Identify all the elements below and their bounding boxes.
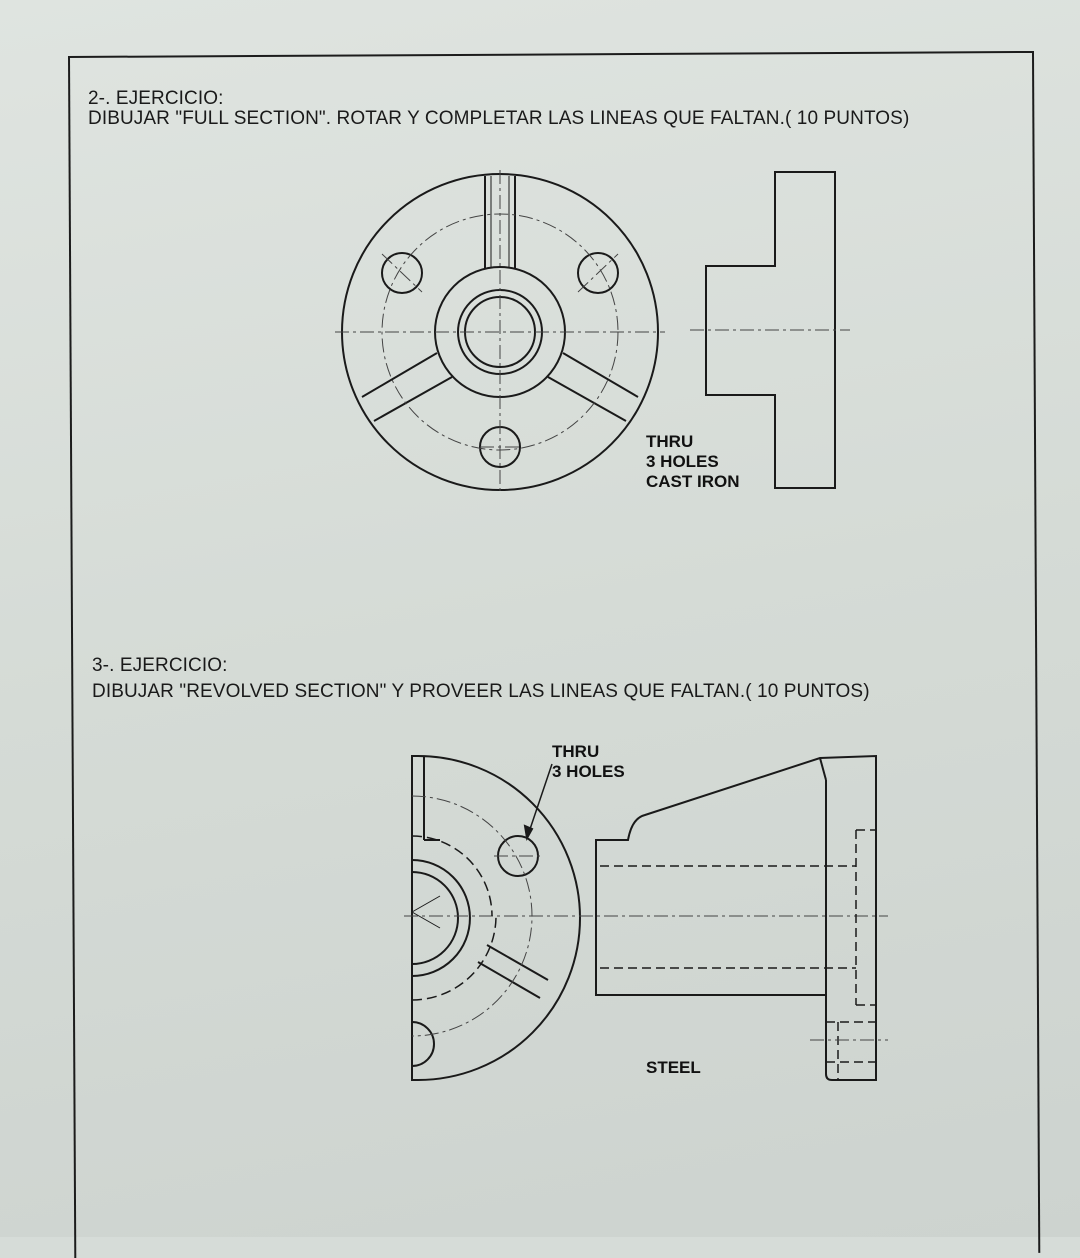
note-3-holes: 3 HOLES (646, 452, 719, 471)
callout-3-holes: 3 HOLES (552, 762, 625, 781)
flange-side-view (705, 171, 836, 489)
exercise3-number: 3-. EJERCICIO: (92, 655, 228, 676)
note-cast-iron: CAST IRON (646, 472, 740, 491)
callout-thru: THRU (552, 742, 600, 761)
note-thru: THRU (646, 432, 694, 451)
exercise2-number: 2-. EJERCICIO: (88, 88, 224, 109)
material-steel: STEEL (646, 1058, 701, 1077)
exercise2-instruction: DIBUJAR "FULL SECTION". ROTAR Y COMPLETA… (88, 108, 910, 129)
half-flange-front-view (411, 755, 581, 1081)
exercise3-instruction: DIBUJAR "REVOLVED SECTION" Y PROVEER LAS… (92, 681, 870, 702)
hub-side-view (595, 754, 877, 1081)
